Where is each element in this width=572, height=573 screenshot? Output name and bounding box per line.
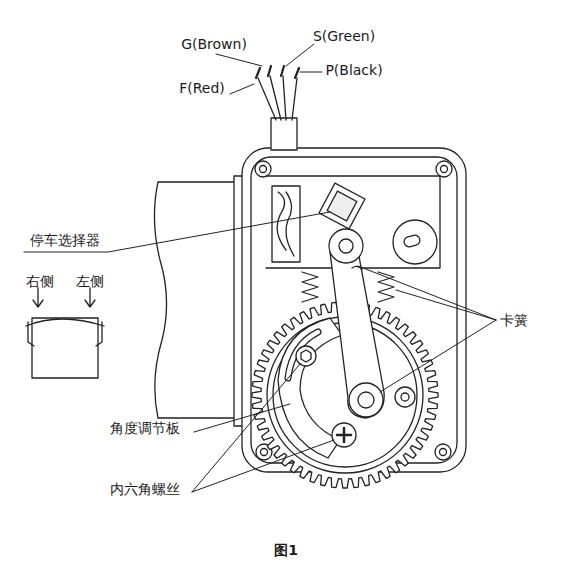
lever-arm xyxy=(330,239,384,418)
hex-screw xyxy=(296,346,316,366)
switch-icon xyxy=(26,288,104,378)
hex-socket xyxy=(301,350,311,362)
roller-slot xyxy=(403,234,421,248)
compartment xyxy=(266,176,440,268)
lower-pivot xyxy=(349,383,383,417)
roller xyxy=(393,220,437,264)
part-label: 左侧 xyxy=(76,273,104,290)
spring-left xyxy=(302,272,318,302)
cable xyxy=(256,66,299,150)
leader-lines xyxy=(24,44,496,492)
part-label: 角度调节板 xyxy=(110,420,180,437)
part-label: 内六角螺丝 xyxy=(110,481,180,498)
part-label: F(Red) xyxy=(179,80,225,97)
part-label: P(Black) xyxy=(325,62,382,79)
pin xyxy=(395,387,415,407)
part-label: G(Brown) xyxy=(181,36,247,53)
part-label: 停车选择器 xyxy=(30,232,100,249)
wire-harness xyxy=(277,192,294,256)
shaft-body xyxy=(154,182,236,418)
part-label: 右侧 xyxy=(26,273,54,290)
part-label: 卡簧 xyxy=(500,312,528,329)
terminal-block xyxy=(272,186,300,262)
part-label: S(Green) xyxy=(313,28,375,45)
parking-selector xyxy=(319,183,365,229)
cross-screw xyxy=(332,423,356,447)
pivot xyxy=(329,229,363,263)
figure-caption: 图1 xyxy=(274,542,298,559)
